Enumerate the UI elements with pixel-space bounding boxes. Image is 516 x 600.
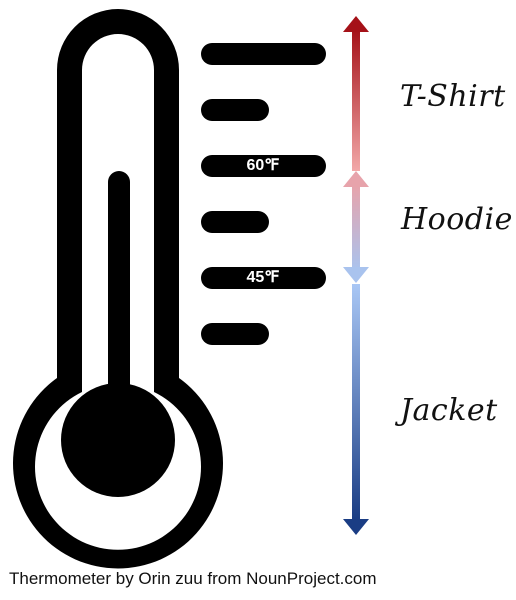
thermometer-mercury-column: [108, 171, 130, 451]
zone-arrow-jacket: [343, 284, 369, 535]
scale-ticks: [201, 43, 326, 345]
tick-label-60: 60℉: [246, 157, 280, 174]
scale-tick: [201, 43, 326, 65]
attribution-credit: Thermometer by Orin zuu from NounProject…: [9, 569, 377, 588]
zone-label-jacket: Jacket: [400, 393, 498, 428]
arrow-up-icon: [343, 16, 369, 32]
zone-arrow-tshirt: [343, 16, 369, 171]
scale-tick: [201, 155, 326, 177]
scale-tick: [201, 211, 269, 233]
thermometer-bulb: [61, 383, 175, 497]
arrow-down-icon: [343, 267, 369, 283]
arrow-up-icon: [343, 171, 369, 187]
scale-tick: [201, 99, 269, 121]
zone-arrow-hoodie: [343, 171, 369, 283]
scale-tick: [201, 267, 326, 289]
zone-label-tshirt: T-Shirt: [400, 79, 506, 114]
scale-tick: [201, 323, 269, 345]
arrow-down-icon: [343, 519, 369, 535]
thermometer-icon: [13, 9, 223, 569]
tick-label-45: 45℉: [246, 269, 280, 286]
zone-label-hoodie: Hoodie: [401, 202, 513, 237]
